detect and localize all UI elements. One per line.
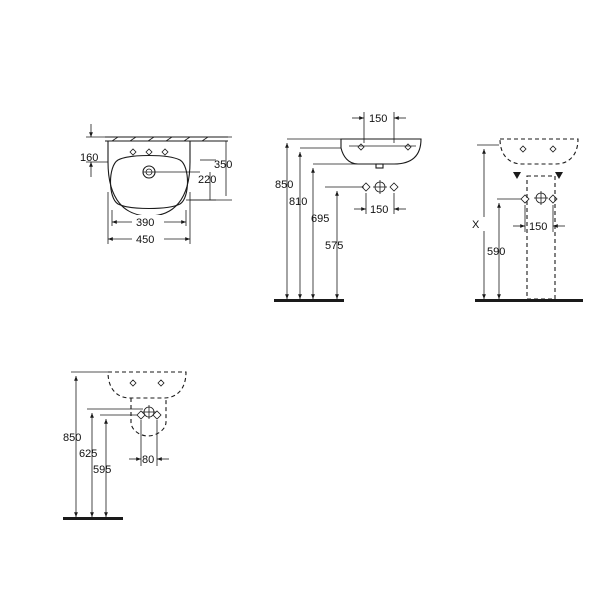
- arrow-down-right: [555, 172, 563, 179]
- basin-dashed: [499, 138, 579, 165]
- dim-80: 80: [142, 454, 154, 466]
- top-view: 160 350 220 390 450: [80, 124, 232, 246]
- pedestal-view: X 590 150: [470, 138, 583, 302]
- half-pedestal-view: 850 625 595 80: [63, 371, 187, 520]
- dim-350: 350: [214, 159, 232, 171]
- dim-625: 625: [79, 448, 97, 460]
- dim-810: 810: [289, 196, 307, 208]
- dim-150-pedestal: 150: [529, 221, 547, 233]
- dim-390: 390: [136, 217, 154, 229]
- dim-590: 590: [487, 246, 505, 258]
- dim-450: 450: [136, 234, 154, 246]
- floor-hp: [63, 517, 123, 520]
- half-pedestal-dashed: [130, 398, 167, 437]
- side-view: 150 850 810 695 575 150: [274, 112, 422, 302]
- dim-x: X: [472, 219, 480, 231]
- dim-150-lower: 150: [370, 204, 388, 216]
- basin-profile: [340, 138, 422, 165]
- supply-fittings-hp: [136, 405, 162, 420]
- dim-220: 220: [198, 174, 216, 186]
- tap-holes: [129, 148, 169, 156]
- arrow-down-left: [513, 172, 521, 179]
- wall-hatch: [111, 136, 209, 142]
- dim-695: 695: [311, 213, 329, 225]
- dim-850-side: 850: [275, 179, 293, 191]
- dim-160: 160: [80, 152, 98, 164]
- waste-outlet-side: [375, 163, 384, 169]
- dim-850-hp: 850: [63, 432, 81, 444]
- basin-dashed-hp: [107, 371, 187, 399]
- floor-side: [274, 299, 344, 302]
- supply-fittings: [361, 180, 399, 194]
- dim-575-side: 575: [325, 240, 343, 252]
- dim-150-top: 150: [369, 113, 387, 125]
- supply-fittings-pedestal: [520, 191, 558, 205]
- bowl-outline: [109, 155, 189, 209]
- dim-595: 595: [93, 464, 111, 476]
- floor-pedestal: [475, 299, 583, 302]
